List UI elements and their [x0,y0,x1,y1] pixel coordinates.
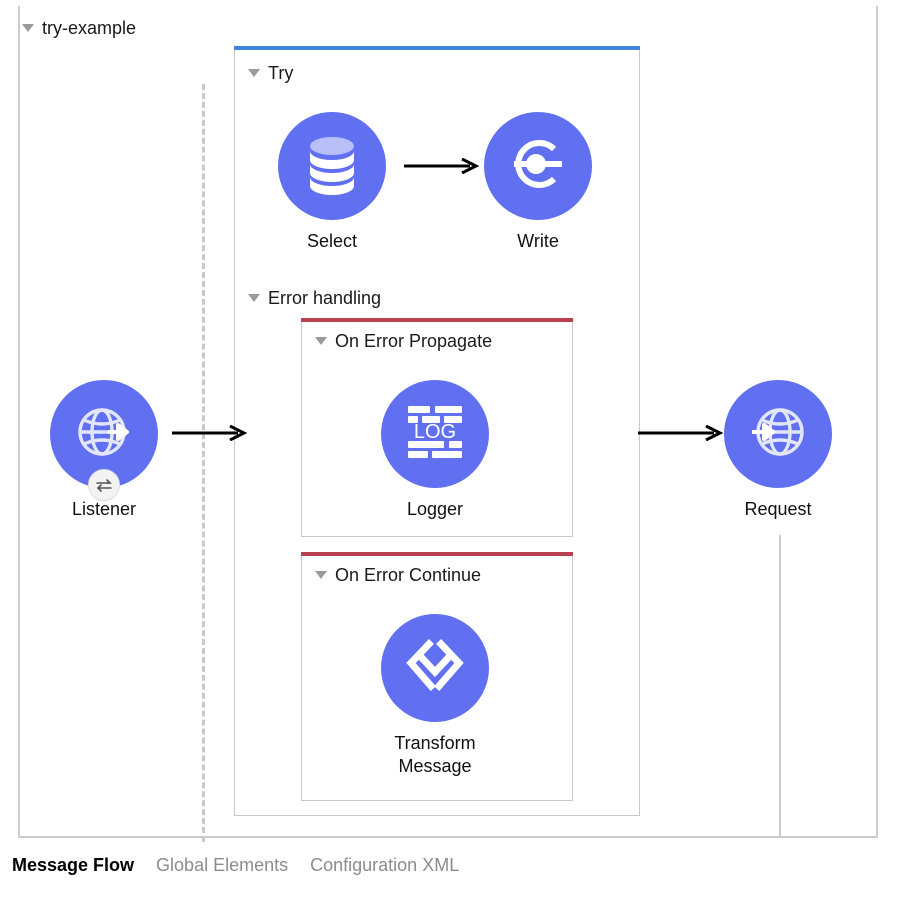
try-scope-accent-bar [234,46,640,50]
node-write[interactable]: Write [484,112,592,253]
transform-message-icon-circle[interactable] [381,614,489,722]
select-icon-circle[interactable] [278,112,386,220]
request-icon-circle[interactable] [724,380,832,488]
error-handling-label: Error handling [268,288,382,308]
dataweave-icon [404,638,466,699]
on-error-propagate-label: On Error Propagate [335,331,493,351]
node-request[interactable]: Request [724,380,832,521]
tab-global-elements[interactable]: Global Elements [156,855,289,875]
node-select[interactable]: Select [278,112,386,253]
chevron-down-icon[interactable] [248,69,260,77]
write-icon-circle[interactable] [484,112,592,220]
svg-text:LOG: LOG [414,421,456,443]
flow-name-label: try-example [42,18,137,38]
logger-icon-circle[interactable]: LOG [381,380,489,488]
chevron-down-icon[interactable] [315,571,327,579]
node-transform-message[interactable]: Transform Message [381,614,489,777]
write-connector-icon [506,134,570,199]
connector-listener-to-try [172,424,248,442]
on-error-propagate-accent-bar [301,318,573,322]
request-label: Request [744,499,812,519]
on-error-propagate-container[interactable] [301,322,573,537]
editor-tab-bar: Message Flow Global Elements Configurati… [0,855,906,900]
error-handling-header[interactable]: Error handling [248,287,381,309]
connector-select-to-write [404,157,480,175]
node-listener[interactable]: Listener [50,380,158,521]
globe-arrow-in-icon [746,400,810,469]
transform-message-label: Transform Message [394,733,476,776]
log-icon: LOG [404,403,466,466]
listener-icon-circle[interactable] [50,380,158,501]
flow-lane-divider [202,84,205,842]
globe-arrow-out-icon [72,400,136,469]
exchange-arrows-icon [88,469,120,501]
on-error-continue-label: On Error Continue [335,565,482,585]
node-logger[interactable]: LOG Logger [381,380,489,521]
logger-label: Logger [406,499,464,519]
chevron-down-icon[interactable] [248,294,260,302]
request-lane-line [779,535,781,838]
on-error-continue-accent-bar [301,552,573,556]
try-scope-header[interactable]: Try [248,62,293,84]
on-error-propagate-header[interactable]: On Error Propagate [315,330,492,352]
select-label: Select [306,231,358,251]
try-scope-label: Try [268,63,294,83]
database-icon [303,133,361,200]
tab-configuration-xml[interactable]: Configuration XML [310,855,460,875]
on-error-continue-header[interactable]: On Error Continue [315,564,481,586]
chevron-down-icon[interactable] [315,337,327,345]
connector-try-to-request [638,424,724,442]
flow-header[interactable]: try-example [22,16,136,40]
tab-message-flow[interactable]: Message Flow [12,855,135,875]
write-label: Write [517,231,559,251]
chevron-down-icon[interactable] [22,24,34,32]
listener-label: Listener [71,499,137,519]
